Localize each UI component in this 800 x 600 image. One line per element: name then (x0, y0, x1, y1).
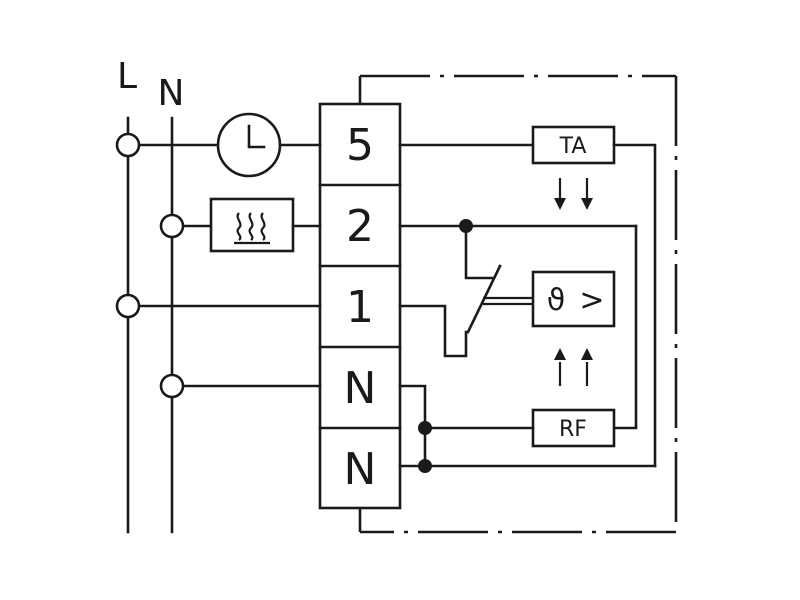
rail-label-n: N (158, 73, 185, 114)
thermostat-compare: > (579, 283, 604, 318)
terminal-1-label: 1 (346, 282, 374, 333)
junction-node-n2 (418, 459, 432, 473)
thermostat-sensor-box (531, 270, 616, 328)
terminal-2-label: 2 (346, 201, 374, 252)
terminal-block (318, 102, 402, 510)
heating-icon (234, 212, 270, 245)
switch-contact (398, 224, 533, 358)
terminal-l-lower (115, 293, 141, 319)
rail-label-l: L (117, 56, 137, 97)
ta-down-arrows-icon (554, 178, 593, 210)
wire-2-to-rf (612, 224, 638, 430)
terminal-n1-label: N (344, 363, 377, 414)
terminal-n-lower (159, 373, 185, 399)
ta-label: TA (559, 134, 587, 159)
terminal-l-top (115, 132, 141, 158)
wire-ta-return (612, 143, 657, 468)
terminal-5-label: 5 (346, 120, 374, 171)
terminal-n2-label: N (344, 444, 377, 495)
wire-n-bridge (398, 384, 427, 468)
rf-box (531, 408, 616, 448)
thermostat-symbol: ϑ (547, 283, 566, 318)
terminal-n-upper (159, 213, 185, 239)
rf-label: RF (559, 417, 587, 442)
housing-outline (358, 74, 678, 534)
clock-hands (247, 124, 266, 149)
junction-node-n1 (418, 421, 432, 435)
rf-up-arrows-icon (554, 348, 593, 386)
